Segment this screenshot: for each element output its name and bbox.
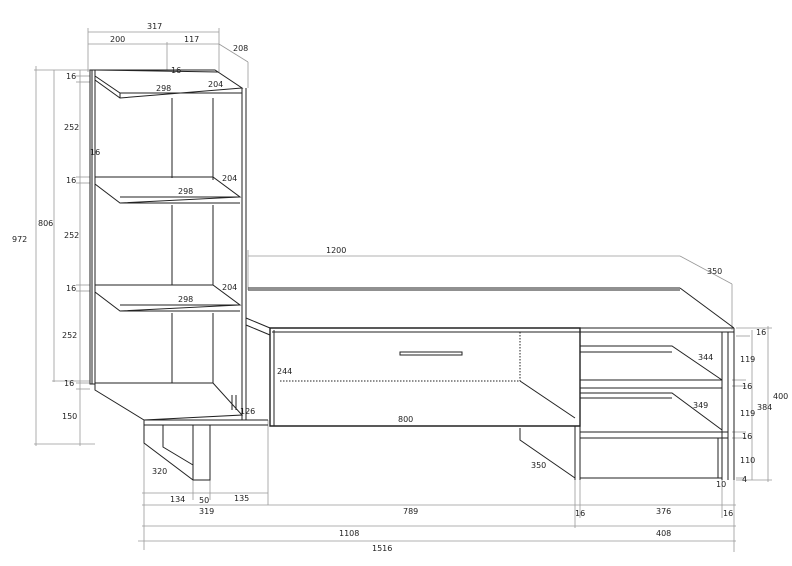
dimension-lines bbox=[34, 28, 772, 552]
tv-inner-height: 384 bbox=[757, 403, 773, 412]
foot-gap: 4 bbox=[742, 475, 748, 484]
tower-bay-height-3: 252 bbox=[62, 331, 78, 340]
compartment-height-2: 119 bbox=[740, 409, 756, 418]
drawer-width: 800 bbox=[398, 415, 414, 424]
drawer-height: 244 bbox=[277, 367, 293, 376]
tv-total-height: 400 bbox=[773, 392, 789, 401]
inset: 10 bbox=[716, 480, 727, 489]
tower-depth: 208 bbox=[233, 44, 249, 53]
tower-leg-diagonal: 320 bbox=[152, 467, 168, 476]
tower-shelf-width-3: 298 bbox=[178, 295, 194, 304]
tv-unit-width: 1200 bbox=[326, 246, 347, 255]
tv-top-thickness: 16 bbox=[756, 328, 767, 337]
tv-unit-depth: 350 bbox=[707, 267, 723, 276]
tower-bottom-depth: 126 bbox=[240, 407, 256, 416]
open-width: 376 bbox=[656, 507, 672, 516]
tv-shelf-16-2: 16 bbox=[742, 432, 753, 441]
compartment-height-1: 119 bbox=[740, 355, 756, 364]
tower-shelf-depth-1: 204 bbox=[208, 80, 224, 89]
tower-front-width: 200 bbox=[110, 35, 126, 44]
tower-shelf-width-1: 298 bbox=[156, 84, 172, 93]
drawer-section-width: 789 bbox=[403, 507, 419, 516]
bottom-height: 110 bbox=[740, 456, 756, 465]
tv-shelf-16-1: 16 bbox=[742, 382, 753, 391]
tower-shelf-depth-2: 204 bbox=[222, 174, 238, 183]
tower-back-width: 117 bbox=[184, 35, 200, 44]
tower-total-height: 972 bbox=[12, 235, 28, 244]
tower-body-height: 806 bbox=[38, 219, 54, 228]
tower-shelf-width-2: 298 bbox=[178, 187, 194, 196]
tv-side-16-left: 16 bbox=[575, 509, 586, 518]
shelf-depth-upper: 344 bbox=[698, 353, 714, 362]
overall-total-width: 1516 bbox=[372, 544, 393, 553]
leg-offset-right: 135 bbox=[234, 494, 250, 503]
tower-side-thickness: 16 bbox=[90, 148, 101, 157]
tower-top-16: 16 bbox=[66, 72, 77, 81]
tower-leg-height: 150 bbox=[62, 412, 78, 421]
tower-shelf-16-3: 16 bbox=[64, 379, 75, 388]
shelf-depth-lower: 349 bbox=[693, 401, 709, 410]
tower-top-thickness: 16 bbox=[171, 66, 182, 75]
open-section-width: 408 bbox=[656, 529, 672, 538]
tower-shelf-depth-3: 204 bbox=[222, 283, 238, 292]
leg-width: 50 bbox=[199, 496, 210, 505]
tower-shelf-unit bbox=[89, 69, 271, 481]
tower-total-width: 317 bbox=[147, 22, 163, 31]
tower-shelf-16-1: 16 bbox=[66, 176, 77, 185]
leg-offset-left: 134 bbox=[170, 495, 186, 504]
tv-leg-depth: 350 bbox=[531, 461, 547, 470]
tower-base-width: 319 bbox=[199, 507, 215, 516]
tower-bay-height-1: 252 bbox=[64, 123, 80, 132]
tower-shelf-16-2: 16 bbox=[66, 284, 77, 293]
tv-unit bbox=[248, 287, 735, 480]
overall-left-width: 1108 bbox=[339, 529, 360, 538]
tv-side-16-right: 16 bbox=[723, 509, 734, 518]
tower-bay-height-2: 252 bbox=[64, 231, 80, 240]
